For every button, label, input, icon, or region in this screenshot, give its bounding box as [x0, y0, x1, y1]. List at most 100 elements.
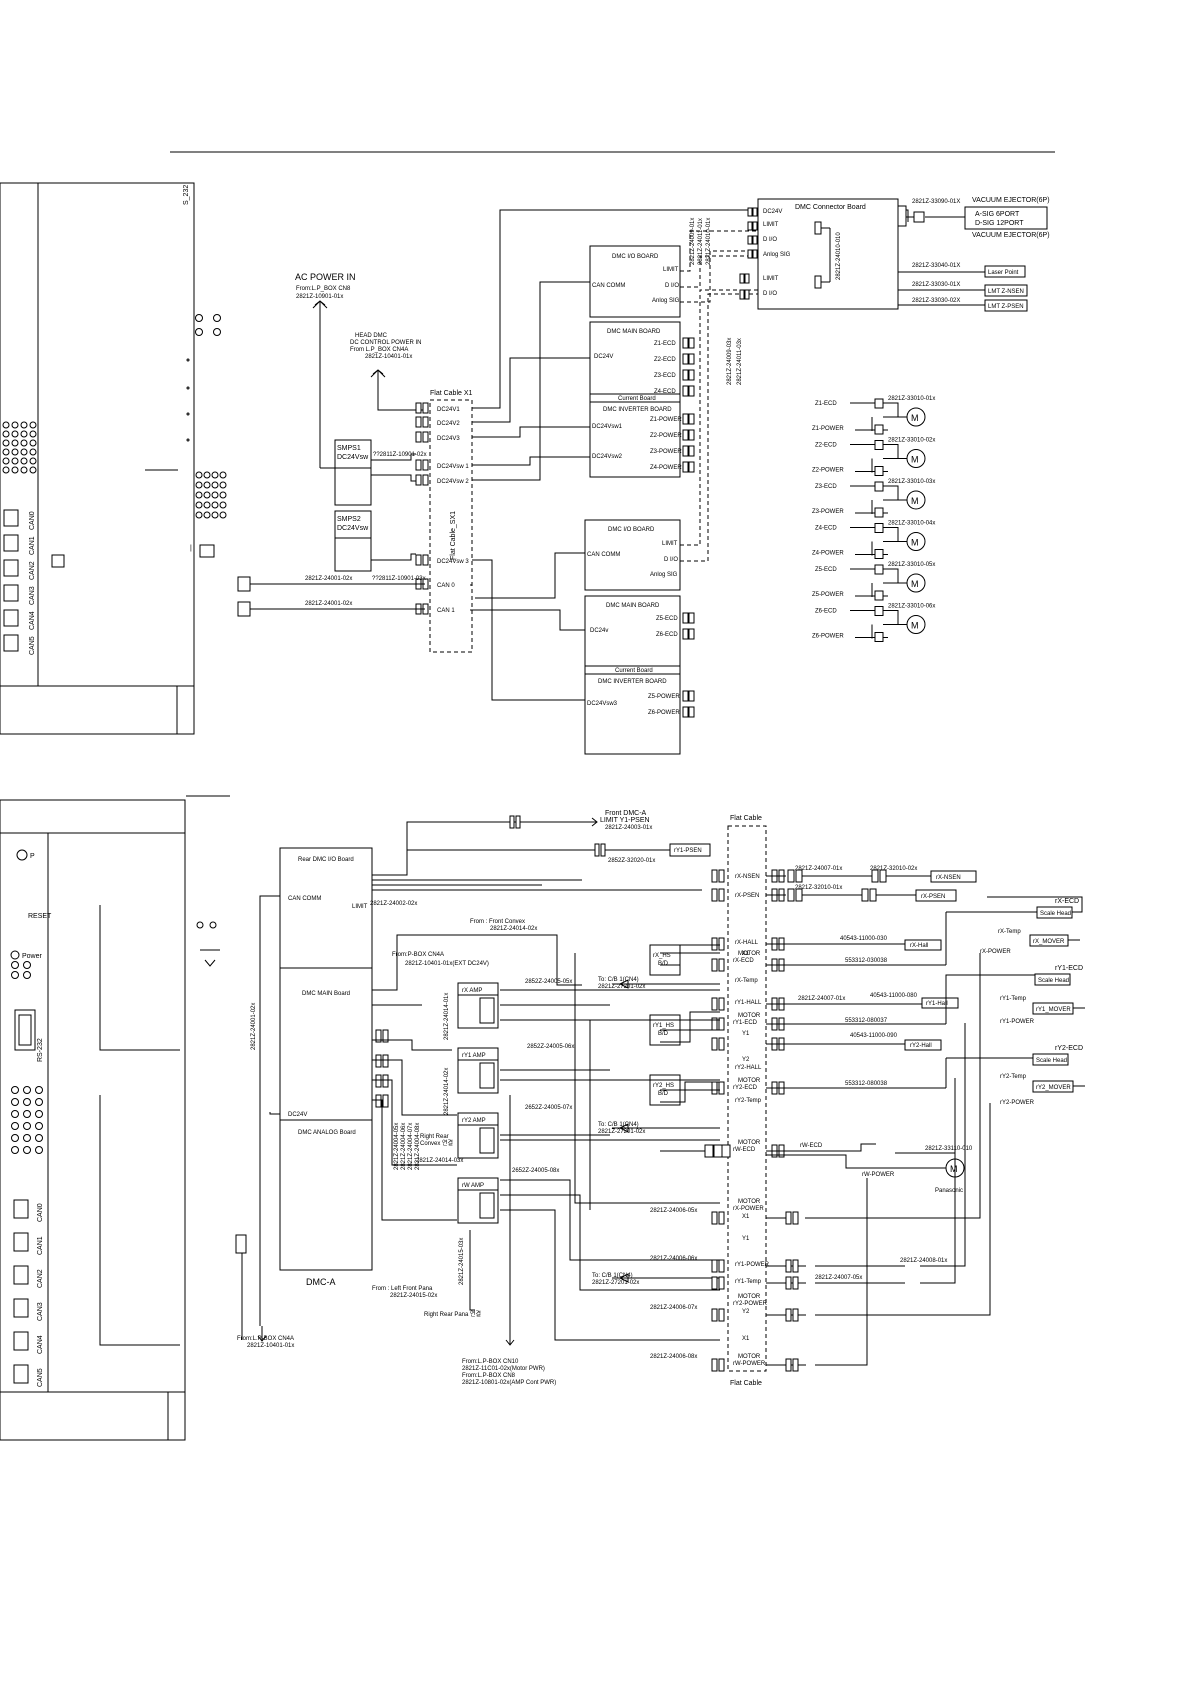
- can-cable-vert: 2821Z-24001-02x: [251, 1003, 257, 1050]
- front-convex-l2: 2821Z-24014-02x: [490, 926, 537, 932]
- power-connector: [718, 1259, 725, 1273]
- lower-can-port: [13, 1199, 29, 1219]
- pin-connector: [415, 402, 422, 414]
- terminal-dot: [195, 314, 203, 322]
- lower-can-label: CAN2: [37, 1269, 44, 1288]
- terminal-dot: [186, 412, 190, 416]
- ejector-l2: A-SIG 6PORT: [975, 211, 1020, 218]
- main2-title: DMC MAIN BOARD: [606, 603, 660, 609]
- power-cable-0: 2821Z-24006-05x: [650, 1208, 697, 1214]
- rx-mover: rX_MOVER: [1033, 939, 1065, 945]
- lmt-p-label: LMT Z-PSEN: [988, 304, 1024, 310]
- terminal-dot: [29, 448, 37, 456]
- inv1-title: DMC INVERTER BOARD: [603, 407, 672, 413]
- rx-hall-cable: 40543-11000-030: [840, 936, 888, 942]
- s232-label: S_232: [183, 185, 190, 205]
- upper-can-cables: 2821Z-24001-02x 2821Z-24001-02x: [237, 576, 425, 617]
- io1-analog: Anlog SIG: [652, 298, 680, 304]
- io1-can: CAN COMM: [592, 283, 625, 289]
- flat-pin-label: CAN 0: [437, 583, 455, 589]
- motor-power-label: Z1-POWER: [812, 426, 844, 432]
- lower-wiring: [372, 934, 720, 1341]
- power-cable-3: 2821Z-24006-08x: [650, 1354, 697, 1360]
- terminal-dot: [195, 328, 203, 336]
- cable-connector: [739, 289, 745, 300]
- panel-socket: [199, 544, 215, 558]
- rw-brand: Panasonic: [935, 1188, 963, 1194]
- flat-connector: [718, 958, 725, 972]
- motor-wire: [871, 541, 907, 556]
- front-convex-l1: From : Front Convex: [470, 919, 525, 925]
- pin-connector: [415, 416, 422, 428]
- rx-psen-label: rX-PSEN: [921, 894, 945, 900]
- ac-power-in: AC POWER IN From:L.P_BOX CN8 2821Z-10901…: [295, 272, 356, 469]
- dmc-connector: [382, 1094, 389, 1108]
- terminal-dot: [20, 439, 28, 447]
- motor-part: 2821Z-33010-02x: [888, 438, 935, 444]
- ry2-ecd-cable: 553312-080038: [845, 1081, 888, 1087]
- terminal-dot: [203, 511, 211, 519]
- terminal-dot: [35, 1086, 43, 1094]
- dmc-a: Rear DMC I/O Board CAN COMM LIMIT DMC MA…: [235, 847, 373, 1349]
- pin-connector: [422, 554, 429, 566]
- dmc-analog-title: DMC ANALOG Board: [298, 1130, 356, 1136]
- board-connector: [682, 353, 689, 365]
- lower-can-port: [13, 1298, 29, 1318]
- terminal-dot: [11, 1086, 19, 1094]
- cable-connector: [739, 273, 745, 284]
- lmt-n-part: 2821Z-33030-01X: [912, 282, 960, 288]
- smps-units: SMPS1 DC24Vsw SMPS2 DC24Vsw ??2811Z-1090…: [334, 439, 427, 582]
- motor-connector: [874, 606, 884, 616]
- lower-can-label: CAN4: [37, 1335, 44, 1354]
- motor-part: 2821Z-33010-03x: [888, 479, 935, 485]
- rx-psen-c1: 2821Z-32010-01x: [795, 885, 842, 891]
- motor-m: M: [911, 579, 919, 589]
- cable-y2-hs: 2652Z-24005-07x: [525, 1105, 572, 1111]
- flat-item-label: Y1: [742, 1236, 750, 1242]
- ry1-ecd-cable: 553312-080037: [845, 1018, 888, 1024]
- lower-flat-cable: Flat Cable Flat Cable: [727, 815, 767, 1387]
- amp-connector: [479, 1062, 495, 1089]
- cable-w: 2652Z-24005-08x: [512, 1168, 559, 1174]
- connector-title: DMC Connector Board: [795, 204, 866, 211]
- power-connector: [711, 1259, 718, 1273]
- rw-ecd: rW-ECD: [800, 1143, 823, 1149]
- lower-p-label: P: [30, 853, 35, 860]
- board-connector: [688, 385, 695, 397]
- flat-pin-label: DC24V2: [437, 421, 460, 427]
- rx-hall-label: rX-Hall: [910, 943, 928, 949]
- terminal-dot: [11, 1110, 19, 1118]
- ry1-power: rY1-POWER: [1000, 1019, 1035, 1025]
- cable-connector: [752, 235, 758, 245]
- motor-connector: [874, 424, 884, 435]
- current2: Current Board: [615, 668, 653, 674]
- flat-item-label: rY2-Temp: [735, 1098, 762, 1104]
- cable-connector: [752, 249, 758, 259]
- ry1-temp-cable: 2821Z-24007-05x: [815, 1275, 862, 1281]
- laser-part: 2821Z-33040-01X: [912, 263, 960, 269]
- cable-y-hs: 2852Z-24005-05x: [525, 979, 572, 985]
- flat-item-label: Y2: [742, 1057, 750, 1063]
- upper-can-label: CAN4: [29, 611, 36, 630]
- hs-board-label: rY2_HS: [653, 1083, 674, 1089]
- flat-connector: [718, 1017, 725, 1031]
- cable-connector: [744, 273, 750, 284]
- cable-smps2: ??2811Z-10901-03x: [372, 576, 426, 582]
- cable-y1-hs: 2852Z-24005-06x: [527, 1044, 574, 1050]
- board-connector: [688, 337, 695, 349]
- scale-2: Scale Head: [1038, 978, 1069, 984]
- flat-pin-label: DC24Vsw 3: [437, 559, 469, 565]
- main2-dc: DC24v: [590, 628, 608, 634]
- flat-connector: [718, 888, 725, 902]
- motor-wire: [850, 527, 899, 542]
- motor-part: 2821Z-33010-04x: [888, 521, 935, 527]
- terminal-dot: [211, 491, 219, 499]
- motor-m: M: [911, 621, 919, 631]
- lower-can-port: [13, 1331, 29, 1351]
- terminal-dot: [219, 501, 227, 509]
- board-connector: [688, 369, 695, 381]
